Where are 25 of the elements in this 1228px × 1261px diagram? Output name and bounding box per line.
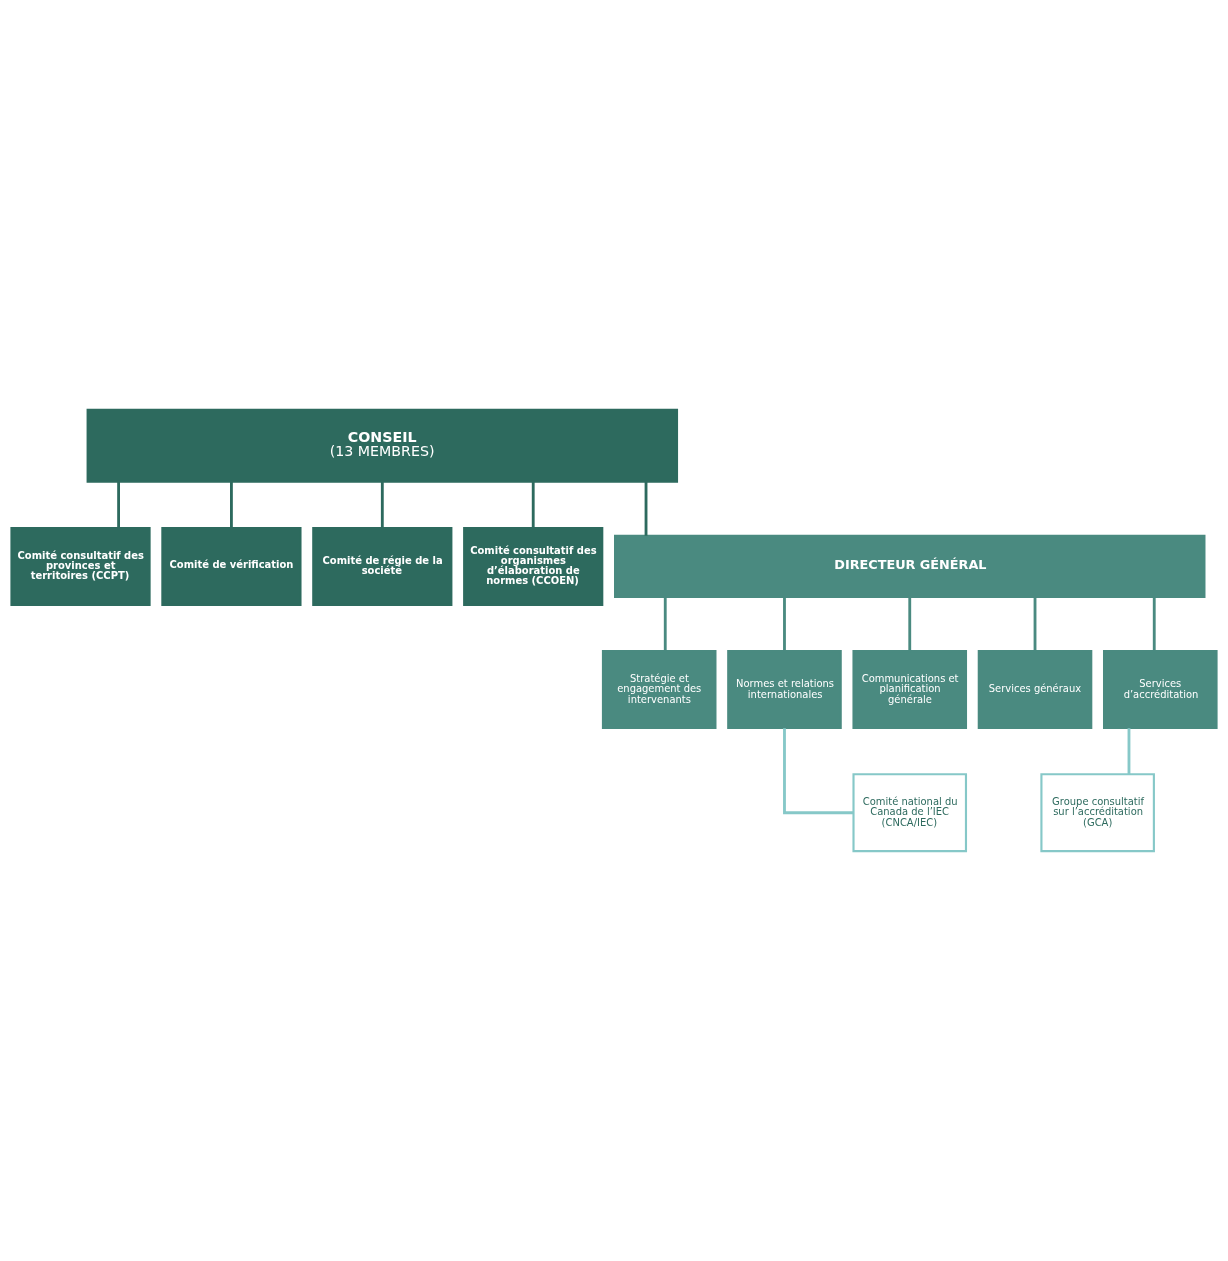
node-box: DIRECTEUR GÉNÉRAL	[614, 534, 1206, 599]
connector	[1152, 597, 1156, 652]
node-box: Comité consultatif des provinces et territoires (CCPT)	[10, 526, 151, 606]
connector	[663, 597, 667, 652]
node-box: Comité de vérification	[161, 526, 302, 606]
node-box: Comité de régie de la société	[312, 526, 453, 606]
connector	[230, 482, 233, 528]
connector	[1127, 728, 1131, 775]
connector	[783, 728, 854, 815]
node-box: Stratégie et engagement des intervenants	[601, 650, 717, 730]
connector	[117, 482, 121, 528]
node-box: Services d’accréditation	[1103, 650, 1218, 730]
node-box: Comité consultatif des organismes d’élaboration de normes (CCOEN)	[463, 526, 604, 606]
connector	[380, 482, 384, 528]
node-box: Normes et relations internationales	[727, 650, 842, 730]
connector	[531, 482, 535, 528]
node-box: Groupe consultatif sur l’accréditation (GCA)	[1040, 773, 1155, 853]
connector	[783, 597, 786, 652]
node-box: Comité national du Canada de l’IEC (CNCA/IEC)	[852, 773, 968, 853]
node-box: Services généraux	[977, 650, 1093, 730]
connector	[908, 597, 912, 652]
connector	[1033, 597, 1037, 652]
node-box: CONSEIL (13 MEMBRES)	[86, 408, 679, 483]
node-box: Communications et planification générale	[852, 650, 968, 730]
connector	[644, 482, 648, 536]
